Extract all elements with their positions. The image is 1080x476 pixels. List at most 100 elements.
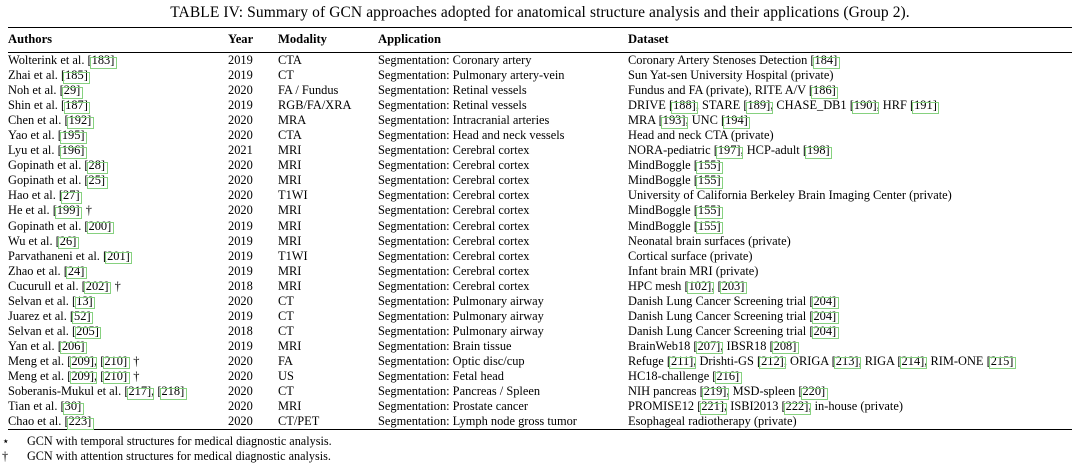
citation-ref[interactable]: [219]	[699, 384, 729, 400]
citation-ref[interactable]: [200]	[84, 218, 114, 235]
cell-dataset: HC18-challenge [216]	[628, 368, 742, 385]
citation-ref[interactable]: [183]	[87, 53, 117, 69]
citation-ref[interactable]: [211]	[666, 353, 697, 370]
table-bottom-rule	[8, 429, 1072, 431]
citation-ref[interactable]: [155]	[693, 218, 723, 235]
cell-dataset: PROMISE12 [221], ISBI2013 [222], in-hous…	[628, 399, 903, 415]
citation-ref[interactable]: [193]	[658, 113, 688, 129]
citation-ref[interactable]: [190]	[849, 98, 879, 114]
citation-ref[interactable]: [203]	[717, 278, 747, 295]
citation-ref[interactable]: [204]	[809, 323, 839, 340]
citation-ref[interactable]: [27]	[58, 188, 82, 204]
cell-year: 2020	[228, 113, 253, 128]
cell-modality: MRI	[278, 278, 302, 293]
citation-ref[interactable]: [195]	[57, 128, 87, 144]
citation-ref[interactable]: [214]	[897, 353, 927, 370]
cell-authors: Lyu et al. [196]	[8, 143, 87, 159]
cell-authors: Tian et al. [30]	[8, 399, 84, 415]
column-header-authors: Authors	[8, 32, 53, 46]
citation-ref[interactable]: [210]	[100, 353, 130, 370]
cell-year: 2020	[228, 399, 253, 414]
citation-ref[interactable]: [189]	[743, 98, 773, 114]
cell-dataset: MindBoggle [155]	[628, 203, 723, 220]
citation-ref[interactable]: [206]	[57, 338, 87, 355]
citation-ref[interactable]: [210]	[100, 368, 130, 385]
citation-ref[interactable]: [212]	[756, 353, 787, 370]
citation-ref[interactable]: [201]	[102, 248, 133, 265]
cell-year: 2021	[228, 143, 253, 158]
cell-application: Segmentation: Lymph node gross tumor	[378, 414, 577, 429]
citation-ref[interactable]: [102]	[684, 278, 714, 295]
citation-ref[interactable]: [187]	[61, 98, 91, 114]
column-header-dataset: Dataset	[628, 32, 669, 46]
citation-ref[interactable]: [196]	[57, 143, 87, 159]
cell-dataset: Danish Lung Cancer Screening trial [204]	[628, 308, 839, 325]
cell-dataset: MindBoggle [155]	[628, 158, 723, 174]
cell-application: Segmentation: Intracranial arteries	[378, 113, 550, 128]
cell-dataset: BrainWeb18 [207], IBSR18 [208]	[628, 338, 799, 355]
footnote: †GCN with attention structures for medic…	[2, 449, 1072, 464]
citation-ref[interactable]: [188]	[668, 98, 699, 114]
citation-ref[interactable]: [209]	[67, 353, 97, 370]
citation-ref[interactable]: [24]	[63, 263, 87, 280]
cell-authors: Soberanis-Mukul et al. [217], [218]	[8, 384, 187, 400]
citation-ref[interactable]: [204]	[809, 308, 839, 325]
cell-application: Segmentation: Pulmonary airway	[378, 323, 544, 338]
cell-authors: Meng et al. [209], [210] †	[8, 353, 140, 370]
citation-ref[interactable]: [25]	[84, 173, 108, 189]
citation-ref[interactable]: [155]	[693, 158, 723, 174]
citation-ref[interactable]: [223]	[64, 414, 94, 430]
citation-ref[interactable]: [197]	[713, 143, 743, 159]
table-header: Authors Year Modality Application Datase…	[8, 28, 1072, 52]
citation-ref[interactable]: [52]	[69, 308, 93, 325]
citation-ref[interactable]: [29]	[59, 83, 83, 99]
citation-ref[interactable]: [215]	[986, 353, 1016, 370]
citation-ref[interactable]: [202]	[81, 278, 111, 295]
cell-year: 2018	[228, 323, 253, 338]
citation-ref[interactable]: [198]	[802, 143, 833, 159]
citation-ref[interactable]: [205]	[72, 323, 102, 340]
citation-ref[interactable]: [218]	[157, 384, 187, 400]
cell-dataset: MindBoggle [155]	[628, 173, 723, 189]
cell-application: Segmentation: Head and neck vessels	[378, 128, 565, 143]
cell-application: Segmentation: Pancreas / Spleen	[378, 384, 541, 399]
cell-modality: CT/PET	[278, 414, 320, 429]
cell-dataset: MindBoggle [155]	[628, 218, 723, 235]
citation-ref[interactable]: [30]	[60, 399, 84, 415]
citation-ref[interactable]: [216]	[712, 368, 742, 385]
citation-ref[interactable]: [204]	[809, 293, 839, 310]
cell-modality: MRI	[278, 203, 302, 218]
citation-ref[interactable]: [213]	[831, 353, 861, 370]
citation-ref[interactable]: [192]	[64, 113, 94, 129]
citation-ref[interactable]: [220]	[798, 384, 828, 400]
citation-ref[interactable]: [209]	[67, 368, 97, 385]
citation-ref[interactable]: [185]	[60, 68, 91, 84]
citation-ref[interactable]: [186]	[808, 83, 839, 99]
cell-dataset: Infant brain MRI (private)	[628, 263, 759, 278]
cell-modality: MRI	[278, 263, 302, 278]
citation-ref[interactable]: [221]	[697, 399, 727, 415]
cell-application: Segmentation: Cerebral cortex	[378, 203, 530, 218]
citation-ref[interactable]: [155]	[693, 203, 723, 220]
cell-modality: CTA	[278, 53, 302, 67]
cell-authors: Yan et al. [206]	[8, 338, 87, 355]
citation-ref[interactable]: [208]	[769, 338, 799, 355]
cell-modality: MRA	[278, 113, 307, 128]
citation-ref[interactable]: [26]	[55, 233, 79, 250]
citation-ref[interactable]: [191]	[909, 98, 940, 114]
footnote: ⋆GCN with temporal structures for medica…	[2, 434, 1072, 449]
citation-ref[interactable]: [184]	[810, 53, 840, 69]
citation-ref[interactable]: [222]	[781, 399, 811, 415]
citation-ref[interactable]: [207]	[693, 338, 723, 355]
citation-ref[interactable]: [13]	[72, 293, 95, 310]
citation-ref[interactable]: [194]	[720, 113, 751, 129]
citation-ref[interactable]: [28]	[84, 158, 108, 174]
cell-modality: US	[278, 368, 294, 383]
citation-ref[interactable]: [155]	[693, 173, 723, 189]
citation-ref[interactable]: [217]	[124, 384, 154, 400]
citation-ref[interactable]: [199]	[52, 203, 82, 220]
